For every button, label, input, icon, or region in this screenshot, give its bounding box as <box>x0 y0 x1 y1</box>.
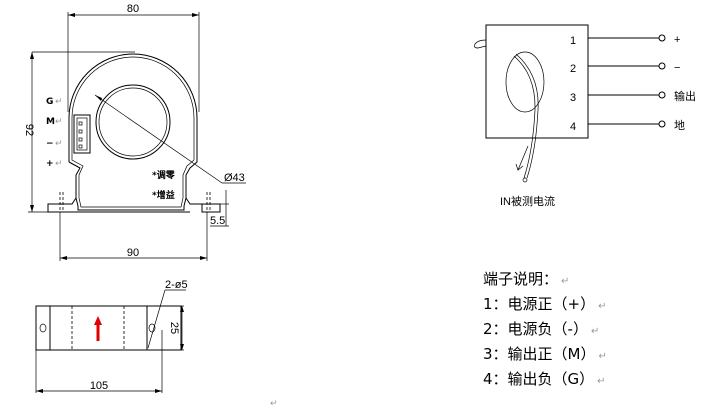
terminal-label: 地 <box>674 119 685 132</box>
svg-text:↵: ↵ <box>55 139 63 149</box>
terminal-1: 1+ <box>570 34 680 47</box>
terminal-node <box>658 120 666 128</box>
mount-hole-left <box>39 323 47 333</box>
cable-hook <box>474 39 487 49</box>
svg-text:↵: ↵ <box>55 159 63 169</box>
terminal-3: 3 输出 <box>570 89 696 104</box>
diameter-leader <box>94 94 223 184</box>
dim-5-5-label: 5.5 <box>210 215 225 227</box>
adjust-gain-label: *增益 <box>152 189 175 201</box>
current-direction-arrow <box>94 316 102 341</box>
terminal-number: 4 <box>570 121 576 133</box>
legend-item: 3：输出正（M）↵ <box>483 345 607 363</box>
terminal-label: + <box>674 34 680 46</box>
dim-diameter-label: Ø43 <box>224 172 245 184</box>
pin-label-g: G <box>46 97 53 107</box>
sensor-body-inner-outline <box>71 56 195 208</box>
terminal-number: 2 <box>570 63 576 75</box>
svg-text:↵: ↵ <box>55 97 63 107</box>
terminal-label: − <box>674 62 680 74</box>
sensor-body-outline <box>47 53 221 213</box>
svg-text:↵: ↵ <box>55 117 63 127</box>
terminal-number: 1 <box>570 35 576 47</box>
sensor-box <box>485 24 589 139</box>
measured-wire <box>513 55 536 179</box>
terminal-node <box>658 91 666 99</box>
pin-label-plus: + <box>46 159 54 169</box>
terminal-number: 3 <box>570 92 576 104</box>
dim-92-label: 92 <box>23 124 35 136</box>
dim-90-label: 90 <box>127 247 139 259</box>
terminal-2: 2− <box>570 62 680 75</box>
terminal-node <box>658 62 666 70</box>
svg-text:↵: ↵ <box>270 399 278 409</box>
dim-80-label: 80 <box>127 3 139 15</box>
legend-item: 1：电源正（+）↵ <box>483 295 607 313</box>
terminal-label: 输出 <box>674 89 696 103</box>
bottom-view: 25 2-ø5 105 ↵ <box>35 279 278 409</box>
adjust-zero-label: *调零 <box>152 169 176 181</box>
bottom-view-outline <box>35 305 182 351</box>
sensor-core <box>505 51 545 113</box>
front-view: 80 92 G M − + ↵ ↵ <box>23 3 246 261</box>
dim-holes-label: 2-ø5 <box>165 279 188 291</box>
dim-25-label: 25 <box>168 322 180 334</box>
current-arrow <box>517 145 529 171</box>
mount-hole-right <box>148 323 156 333</box>
pin-label-m: M <box>46 117 55 127</box>
input-current-label: IN被测电流 <box>500 194 555 208</box>
legend-item: 2：电源负（-）↵ <box>483 320 600 338</box>
legend-item: 4：输出负（G）↵ <box>483 370 606 388</box>
through-hole <box>95 84 171 160</box>
terminal-node <box>658 34 666 42</box>
legend-title: 端子说明：↵ <box>483 270 570 288</box>
pin-label-minus: − <box>46 139 54 149</box>
connector <box>73 114 91 154</box>
dim-105-label: 105 <box>90 380 108 392</box>
